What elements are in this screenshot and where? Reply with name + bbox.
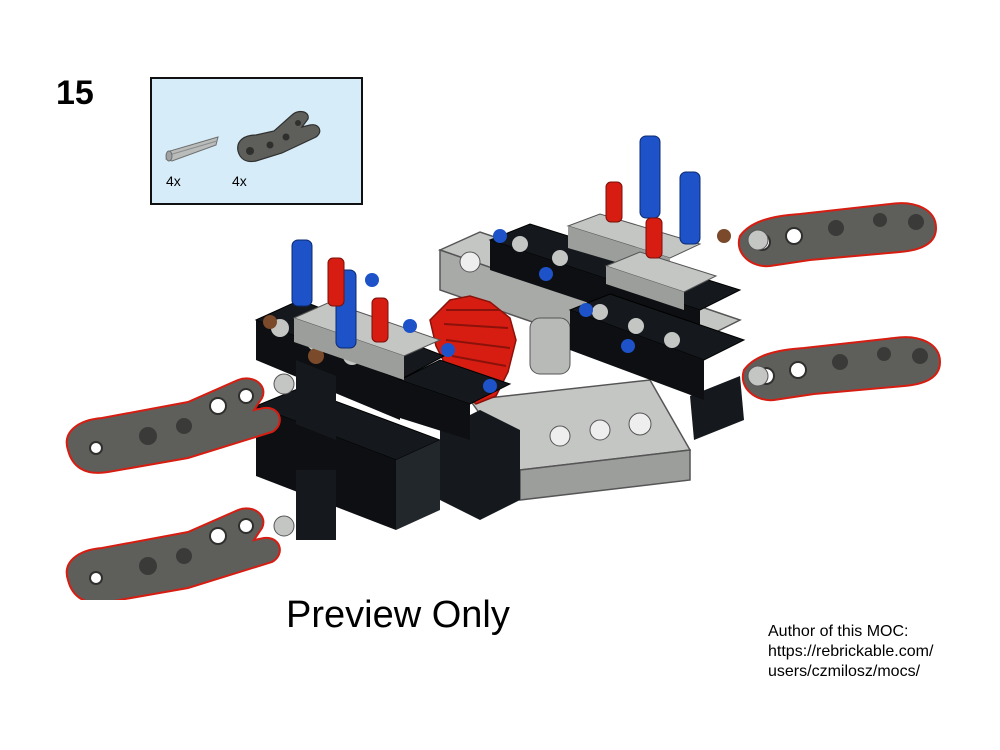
author-url-line2: users/czmilosz/mocs/	[768, 663, 921, 680]
parts-list-box: 4x 4x	[150, 77, 363, 205]
axle-icon	[165, 136, 219, 162]
author-url-line1: https://rebrickable.com/	[768, 643, 934, 660]
step-number: 15	[56, 74, 94, 112]
right-claw-lower	[741, 336, 941, 402]
preview-watermark: Preview Only	[286, 594, 510, 636]
author-label: Author of this MOC:	[768, 623, 909, 640]
axle-ends	[273, 229, 769, 537]
left-claw-lower	[65, 507, 281, 600]
model-illustration	[65, 135, 941, 600]
red-pins	[327, 181, 663, 343]
gray-beams	[292, 213, 718, 380]
liftarm-claw-icon	[237, 110, 321, 163]
liftarm-quantity: 4x	[232, 173, 247, 189]
axle-quantity: 4x	[166, 173, 181, 189]
left-claw-upper	[65, 377, 281, 474]
right-claw-upper	[737, 202, 937, 268]
author-credit: Author of this MOC: https://rebrickable.…	[768, 622, 933, 682]
